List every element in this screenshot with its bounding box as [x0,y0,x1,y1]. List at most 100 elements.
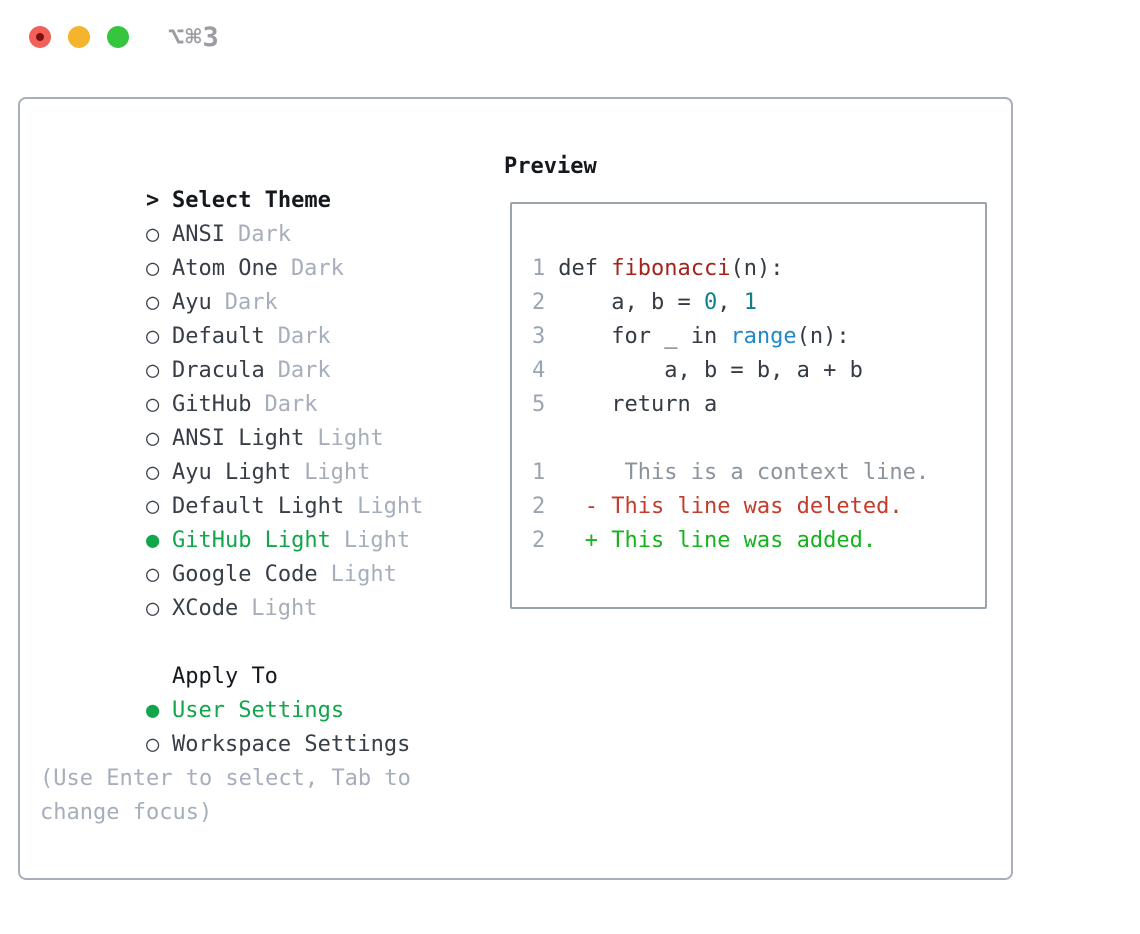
code-segment: (n): [796,324,850,349]
help-text: (Use Enter to select, Tab to change focu… [40,766,411,825]
apply-to-header: Apply To [40,626,460,689]
theme-variant: Dark [277,324,331,349]
prompt-icon: > [145,188,160,213]
line-number: 1 [532,256,546,281]
theme-option-ansi-light[interactable]: ○ ANSI Light Light [40,388,460,451]
line-number: 3 [532,324,546,349]
theme-option-google-code[interactable]: ○ Google Code Light [40,524,460,587]
line-number: 2 [532,494,546,519]
line-number: 2 [532,528,546,553]
theme-option-ansi-dark[interactable]: ○ ANSI Dark [40,184,460,247]
number-literal-segment: 1 [743,290,757,315]
theme-name: ANSI [171,222,225,247]
code-line: 3 for _ in range(n): [532,320,985,354]
radio-icon: ○ [145,732,160,757]
radio-icon: ○ [145,494,160,519]
titlebar: ⌥⌘3 [0,0,1140,76]
theme-option-ayu-light[interactable]: ○ Ayu Light Light [40,422,460,485]
code-segment: (n): [730,256,784,281]
theme-name: GitHub [171,392,252,417]
radio-selected-icon: ● [145,698,160,723]
code-segment: , [717,290,744,315]
theme-option-default-dark[interactable]: ○ Default Dark [40,286,460,349]
function-name-segment: fibonacci [611,256,731,281]
line-number: 4 [532,358,546,383]
theme-name: Ayu [171,290,212,315]
minimize-button[interactable] [68,26,90,48]
window-title: ⌥⌘3 [168,22,220,53]
theme-name: Default Light [171,494,345,519]
code-segment: return a [558,392,718,417]
theme-variant: Light [304,460,371,485]
apply-option-name: Workspace Settings [171,732,411,757]
radio-icon: ○ [145,596,160,621]
theme-option-github-dark[interactable]: ○ GitHub Dark [40,354,460,417]
radio-selected-icon: ● [145,528,160,553]
theme-variant: Light [251,596,318,621]
theme-variant: Dark [277,358,331,383]
code-line: 1 def fibonacci(n): [532,252,985,286]
radio-icon: ○ [145,222,160,247]
theme-variant: Light [317,426,384,451]
theme-option-default-light[interactable]: ○ Default Light Light [40,456,460,519]
theme-name: Ayu Light [171,460,292,485]
theme-name: Google Code [171,562,318,587]
radio-icon: ○ [145,562,160,587]
diff-added-line: 2 + This line was added. [532,524,985,558]
code-segment: def [558,256,612,281]
theme-name: XCode [171,596,239,621]
code-line: 5 return a [532,388,985,422]
theme-option-github-light-selected[interactable]: ● GitHub Light Light [40,490,460,553]
theme-variant: Dark [237,222,291,247]
theme-variant: Dark [264,392,318,417]
theme-variant: Light [343,528,411,553]
zoom-button[interactable] [107,26,129,48]
select-theme-label: Select Theme [171,188,331,213]
diff-context-line: 1 This is a context line. [532,456,985,490]
radio-icon: ○ [145,426,160,451]
radio-icon: ○ [145,358,160,383]
code-segment: for _ in [558,324,731,349]
builtin-segment: range [730,324,797,349]
number-literal-segment: 0 [703,290,718,315]
theme-name: ANSI Light [171,426,305,451]
code-line: 4 a, b = b, a + b [532,354,985,388]
line-number: 1 [532,460,546,485]
radio-icon: ○ [145,256,160,281]
radio-icon: ○ [145,324,160,349]
theme-option-dracula-dark[interactable]: ○ Dracula Dark [40,320,460,383]
theme-name: Default [171,324,265,349]
theme-variant: Light [330,562,397,587]
apply-option-workspace-settings[interactable]: ○ Workspace Settings [40,694,460,757]
radio-icon: ○ [145,392,160,417]
theme-variant: Dark [290,256,344,281]
radio-icon: ○ [145,460,160,485]
theme-name: GitHub Light [171,528,331,553]
diff-deleted-line: 2 - This line was deleted. [532,490,985,524]
code-line: 2 a, b = 0, 1 [532,286,985,320]
line-number: 5 [532,392,546,417]
theme-option-ayu-dark[interactable]: ○ Ayu Dark [40,252,460,315]
radio-icon: ○ [145,290,160,315]
theme-name: Dracula [171,358,265,383]
theme-option-xcode[interactable]: ○ XCode Light [40,558,460,621]
apply-option-user-settings[interactable]: ● User Settings [40,660,460,723]
added-text: + This line was added. [558,528,877,553]
code-segment: a, b = [558,290,704,315]
apply-option-name: User Settings [171,698,345,723]
theme-variant: Light [357,494,424,519]
apply-to-label: Apply To [171,664,278,689]
code-segment: a, b = b, a + b [558,358,863,383]
theme-variant: Dark [224,290,278,315]
preview-label: Preview [504,154,597,179]
deleted-text: - This line was deleted. [558,494,903,519]
line-number: 2 [532,290,546,315]
close-button[interactable] [29,26,51,48]
context-text: This is a context line. [558,460,930,485]
